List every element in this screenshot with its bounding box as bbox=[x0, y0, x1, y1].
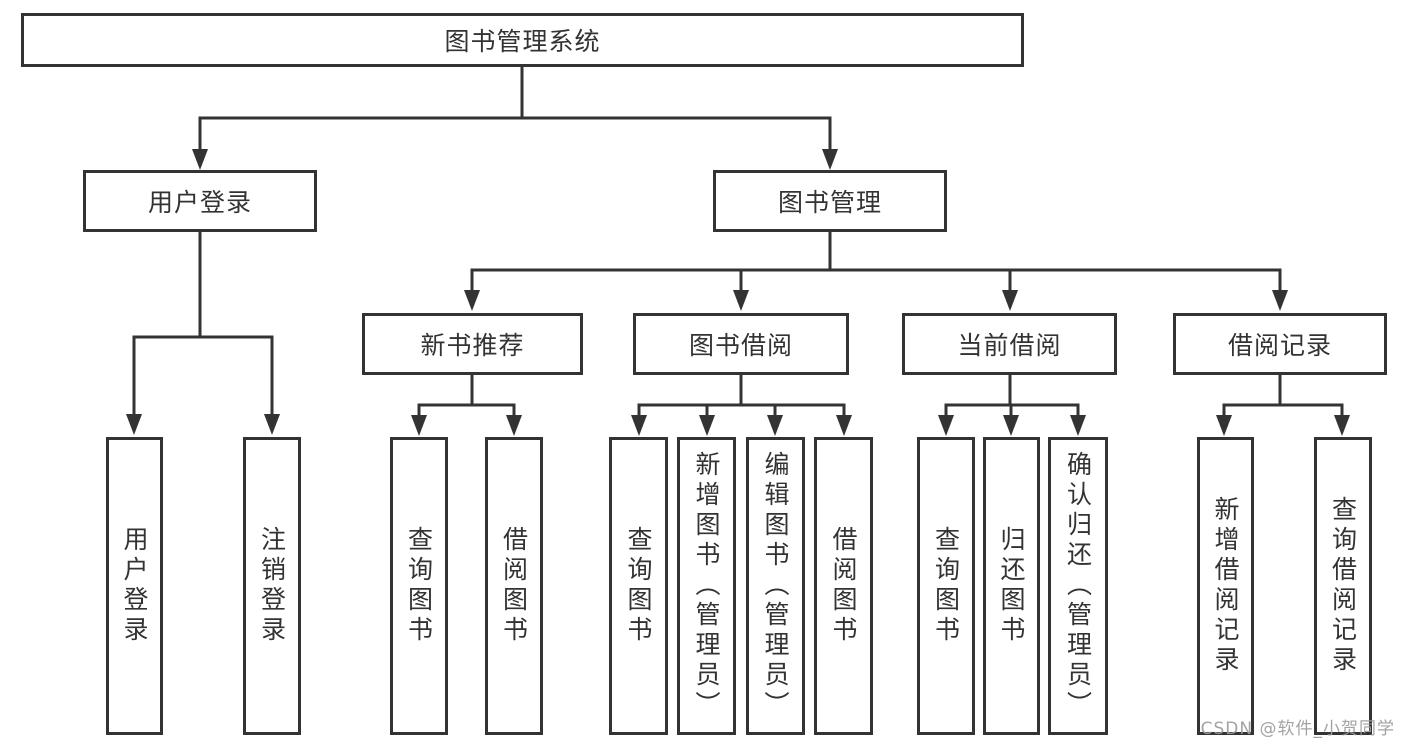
leaf-query-books-borrow: 查询图书 bbox=[609, 437, 668, 735]
node-label: 查询图书 bbox=[931, 526, 961, 646]
leaf-confirm-return-admin: 确认归还（管理员） bbox=[1048, 437, 1108, 735]
node-label: 查询图书 bbox=[624, 526, 653, 646]
node-label: 归还图书 bbox=[997, 526, 1026, 646]
node-label: 借阅记录 bbox=[1227, 331, 1332, 360]
node-label: 新增图书（管理员） bbox=[692, 451, 721, 721]
leaf-query-books-current: 查询图书 bbox=[917, 437, 975, 735]
leaf-add-book-admin: 新增图书（管理员） bbox=[677, 437, 736, 735]
node-label: 图书借阅 bbox=[688, 331, 793, 360]
leaf-borrow-books-borrow: 借阅图书 bbox=[814, 437, 873, 735]
leaf-query-books-recommend: 查询图书 bbox=[390, 437, 448, 735]
leaf-borrow-books-recommend: 借阅图书 bbox=[485, 437, 543, 735]
node-label: 借阅图书 bbox=[499, 526, 529, 646]
node-label: 用户登录 bbox=[147, 188, 252, 217]
node-book-management: 图书管理 bbox=[713, 170, 947, 232]
arrowheads bbox=[126, 149, 1350, 436]
node-label: 查询借阅记录 bbox=[1328, 496, 1358, 676]
leaf-edit-book-admin: 编辑图书（管理员） bbox=[746, 437, 805, 735]
node-label: 确认归还（管理员） bbox=[1063, 451, 1093, 721]
node-book-borrow: 图书借阅 bbox=[633, 313, 849, 375]
node-label: 新书推荐 bbox=[420, 331, 525, 360]
node-borrow-records: 借阅记录 bbox=[1173, 313, 1387, 375]
leaf-logout-login: 注销登录 bbox=[243, 437, 301, 735]
leaf-add-borrow-record: 新增借阅记录 bbox=[1197, 437, 1254, 735]
node-new-book-recommend: 新书推荐 bbox=[362, 313, 583, 375]
csdn-watermark: CSDN @软件_小贺同学 bbox=[1200, 719, 1395, 739]
node-label: 注销登录 bbox=[257, 526, 287, 646]
node-root-system: 图书管理系统 bbox=[21, 13, 1024, 67]
node-label: 编辑图书（管理员） bbox=[761, 451, 790, 721]
node-current-borrow: 当前借阅 bbox=[902, 313, 1117, 375]
node-label: 查询图书 bbox=[404, 526, 434, 646]
leaf-query-borrow-record: 查询借阅记录 bbox=[1314, 437, 1372, 735]
node-label: 当前借阅 bbox=[957, 331, 1062, 360]
node-user-login: 用户登录 bbox=[83, 170, 317, 232]
node-label: 新增借阅记录 bbox=[1211, 496, 1240, 676]
node-label: 借阅图书 bbox=[829, 526, 858, 646]
node-label: 图书管理 bbox=[777, 188, 882, 217]
node-label: 用户登录 bbox=[120, 526, 149, 646]
node-label: 图书管理系统 bbox=[444, 27, 601, 56]
leaf-return-book: 归还图书 bbox=[983, 437, 1040, 735]
leaf-user-login: 用户登录 bbox=[106, 437, 163, 735]
